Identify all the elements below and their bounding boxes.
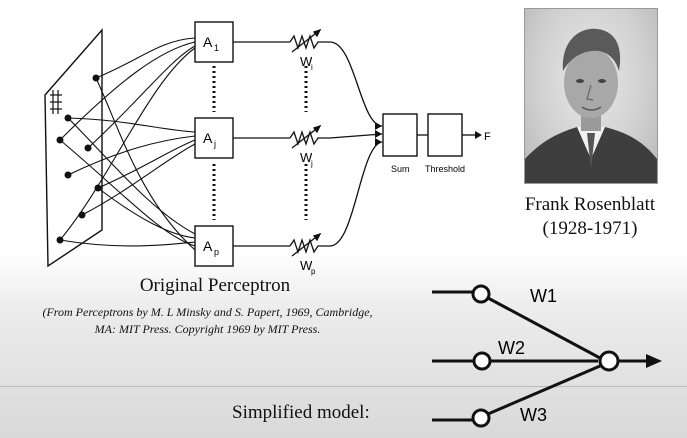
weight-resistors <box>289 28 330 257</box>
weight-p-label: W <box>300 258 313 273</box>
association-unit-j-subscript: j <box>213 139 216 149</box>
portrait-illustration <box>525 28 657 183</box>
association-unit-p-subscript: p <box>214 247 219 257</box>
divider <box>0 386 687 387</box>
weight-j-label: W <box>300 150 313 165</box>
retina-connections <box>59 37 196 251</box>
input-node-3 <box>471 408 491 428</box>
output-node <box>598 350 620 372</box>
association-unit-j-box <box>194 117 234 159</box>
threshold-label: Threshold <box>425 164 465 174</box>
association-unit-1-subscript: 1 <box>214 43 219 53</box>
association-unit-p-label: A <box>203 238 213 254</box>
threshold-unit-box <box>427 113 463 157</box>
portrait-photo <box>524 8 658 184</box>
weight-line-3 <box>487 364 601 416</box>
weight-j-subscript: j <box>310 159 313 168</box>
unit-to-weight-lines <box>233 41 290 247</box>
weight-p-subscript: p <box>311 267 316 276</box>
weight-label-2: W2 <box>498 338 525 358</box>
association-unit-1-box <box>194 21 234 63</box>
input-node-1 <box>471 284 491 304</box>
weight-label-3: W3 <box>520 405 547 425</box>
input-node-2 <box>472 351 492 371</box>
output-arrow <box>646 354 662 368</box>
weight-1-subscript: i <box>311 63 313 72</box>
weight-1-label: W <box>300 54 313 69</box>
retina-plane <box>44 28 103 268</box>
sum-label: Sum <box>391 164 410 174</box>
output-label: F <box>484 131 491 143</box>
person-caption: Frank Rosenblatt (1928-1971) <box>500 193 680 241</box>
person-name: Frank Rosenblatt <box>524 194 656 215</box>
retina-grid <box>50 90 62 114</box>
sum-unit-box <box>382 113 418 157</box>
diagram-caption: Original Perceptron <box>139 275 291 296</box>
citation-text: (From Perceptrons by M. L Minsky and S. … <box>42 305 373 336</box>
association-unit-1-label: A <box>203 34 213 50</box>
person-years: (1928-1971) <box>542 218 638 239</box>
association-unit-j-label: A <box>203 130 213 146</box>
sum-input-arrows <box>375 122 382 146</box>
simplified-model-heading: Simplified model: <box>232 402 370 423</box>
weight-line-1 <box>487 296 601 360</box>
weight-label-1: W1 <box>530 286 557 306</box>
association-unit-p-box <box>194 225 234 267</box>
output-arrow <box>475 131 482 139</box>
